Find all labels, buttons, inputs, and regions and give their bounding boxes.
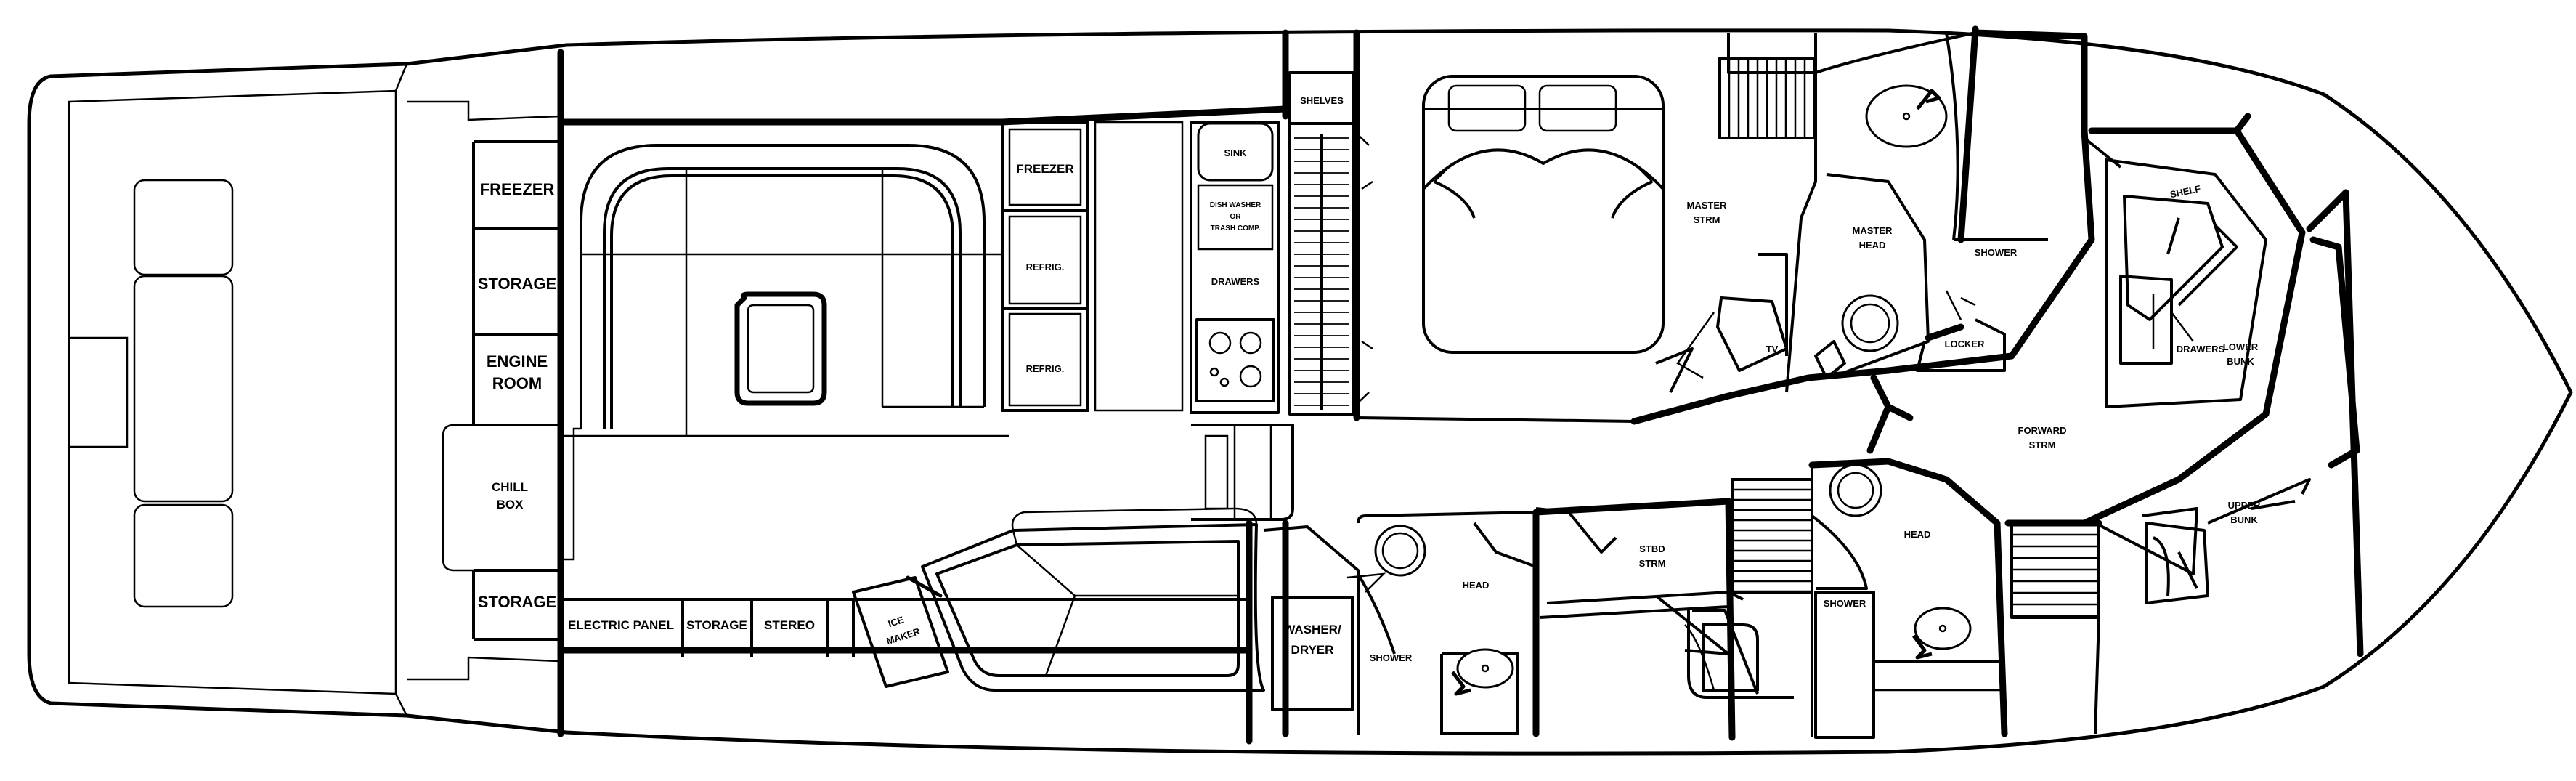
guest-head xyxy=(1808,458,2008,739)
cockpit-hatch-2 xyxy=(133,275,234,503)
label-lower-bunk-1: LOWER xyxy=(2223,341,2259,352)
label-dishwasher-1: DISH WASHER xyxy=(1210,201,1261,209)
washer-dryer xyxy=(1271,596,1354,711)
forward-berth xyxy=(2105,158,2267,408)
cooktop xyxy=(1195,318,1275,402)
label-storage-aft-top: STORAGE xyxy=(478,275,556,293)
label-drawers-fwd: DRAWERS xyxy=(2177,344,2225,355)
label-shower-port: SHOWER xyxy=(1370,652,1413,663)
label-master-strm-1: MASTER xyxy=(1687,200,1728,211)
master-bed xyxy=(1422,75,1665,354)
master-stateroom xyxy=(1356,33,1892,425)
salon-lower xyxy=(559,507,1265,692)
label-engine-room-2: ROOM xyxy=(492,374,542,392)
label-master-head-1: MASTER xyxy=(1853,225,1893,236)
cockpit xyxy=(68,179,234,608)
label-storage-aft-bottom: STORAGE xyxy=(478,593,556,611)
label-washer-dryer-2: DRYER xyxy=(1291,643,1334,657)
label-refrig-1: REFRIG. xyxy=(1026,262,1065,272)
label-head-guest: HEAD xyxy=(1904,529,1931,540)
master-head xyxy=(1814,25,2048,379)
label-chill-box-2: BOX xyxy=(497,498,524,511)
cockpit-hatch-1 xyxy=(133,179,234,276)
label-stereo: STEREO xyxy=(764,618,815,632)
label-master-strm-2: STRM xyxy=(1694,214,1720,225)
label-upper-bunk-2: BUNK xyxy=(2230,514,2258,525)
cockpit-hatch-3 xyxy=(133,503,234,608)
sink xyxy=(1197,122,1274,182)
ice-maker xyxy=(852,576,949,688)
bulkheads xyxy=(557,29,1360,745)
label-shower-guest: SHOWER xyxy=(1824,598,1866,609)
label-freezer-aft: FREEZER xyxy=(480,180,555,198)
label-dishwasher-2: OR xyxy=(1230,213,1242,221)
label-refrig-2: REFRIG. xyxy=(1026,363,1065,374)
shelves xyxy=(1288,71,1373,416)
salon-settee-upper xyxy=(572,144,1009,437)
label-shelf: SHELF xyxy=(2169,183,2202,201)
label-stbd-strm-1: STBD xyxy=(1639,543,1665,554)
label-drawers-galley: DRAWERS xyxy=(1211,276,1260,287)
label-shower-master: SHOWER xyxy=(1975,247,2018,258)
label-locker: LOCKER xyxy=(1945,339,1986,349)
label-storage-salon: STORAGE xyxy=(686,618,747,632)
label-dishwasher-3: TRASH COMP. xyxy=(1211,224,1261,232)
galley xyxy=(1001,121,1294,521)
label-head-port: HEAD xyxy=(1463,580,1490,591)
cockpit-step xyxy=(68,336,129,448)
label-washer-dryer-1: WASHER/ xyxy=(1283,623,1341,636)
label-lower-bunk-2: BUNK xyxy=(2227,356,2254,367)
label-master-head-2: HEAD xyxy=(1859,240,1886,251)
label-electric-panel: ELECTRIC PANEL xyxy=(568,618,674,632)
label-upper-bunk-1: UPPER xyxy=(2228,500,2261,511)
stbd-stateroom xyxy=(1532,498,1794,741)
tv xyxy=(1716,296,1788,372)
label-ice-maker-1: ICE xyxy=(887,614,906,629)
label-forward-strm-2: STRM xyxy=(2029,440,2056,450)
label-chill-box-1: CHILL xyxy=(492,480,528,494)
ladders xyxy=(1718,57,2100,619)
label-sink: SINK xyxy=(1224,147,1247,158)
port-head-area xyxy=(1263,509,1540,737)
forward-stateroom xyxy=(1866,25,2364,735)
label-engine-room-1: ENGINE xyxy=(487,352,548,371)
label-freezer-galley: FREEZER xyxy=(1016,162,1073,176)
label-stbd-strm-2: STRM xyxy=(1639,558,1666,569)
label-tv: TV xyxy=(1766,344,1779,355)
label-forward-strm-1: FORWARD xyxy=(2018,425,2067,436)
ladder-center xyxy=(1731,478,1813,594)
label-shelves: SHELVES xyxy=(1300,95,1344,106)
room-labels: FREEZER STORAGE ENGINE ROOM CHILL BOX ST… xyxy=(478,95,2261,663)
hull-outline xyxy=(27,28,2573,756)
